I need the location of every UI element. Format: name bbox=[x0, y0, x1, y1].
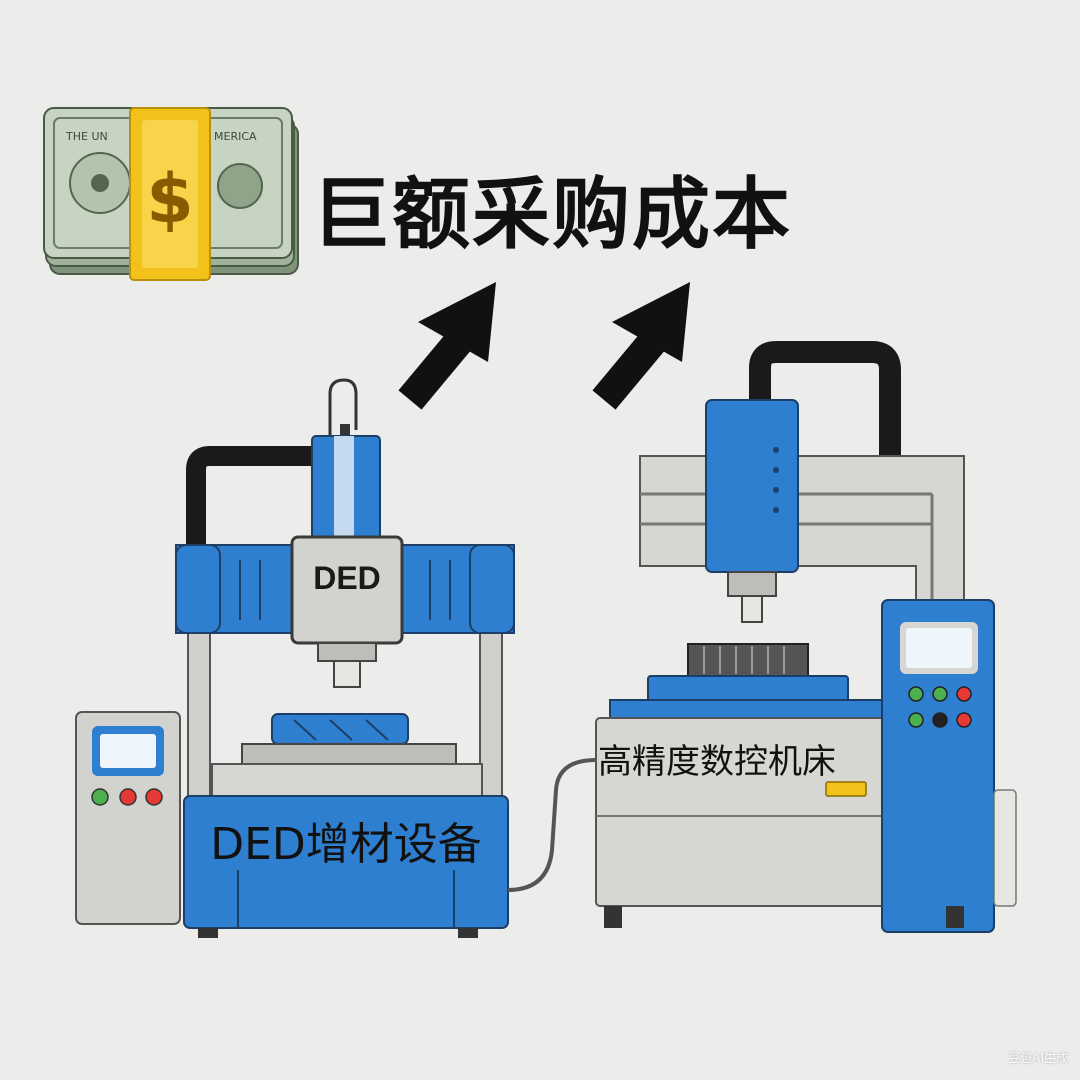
dollar-symbol: $ bbox=[146, 160, 193, 239]
arrow-up-right-icon bbox=[592, 282, 690, 410]
ded-head-label: DED bbox=[313, 560, 381, 596]
connecting-cable bbox=[507, 758, 597, 892]
note-text-right: MERICA bbox=[214, 130, 257, 143]
ded-machine bbox=[75, 378, 515, 938]
cnc-machine bbox=[595, 341, 1017, 933]
page-title: 巨额采购成本 bbox=[312, 170, 793, 260]
arrow-up-right-icon bbox=[398, 282, 496, 410]
note-text-left: THE UN bbox=[65, 130, 108, 143]
cnc-machine-label: 高精度数控机床 bbox=[598, 742, 836, 782]
money-stack-icon: THE UN MERICA $ bbox=[43, 107, 299, 281]
ded-machine-label: DED增材设备 bbox=[210, 819, 482, 870]
watermark: 豆包AI生成 bbox=[1008, 1051, 1068, 1065]
